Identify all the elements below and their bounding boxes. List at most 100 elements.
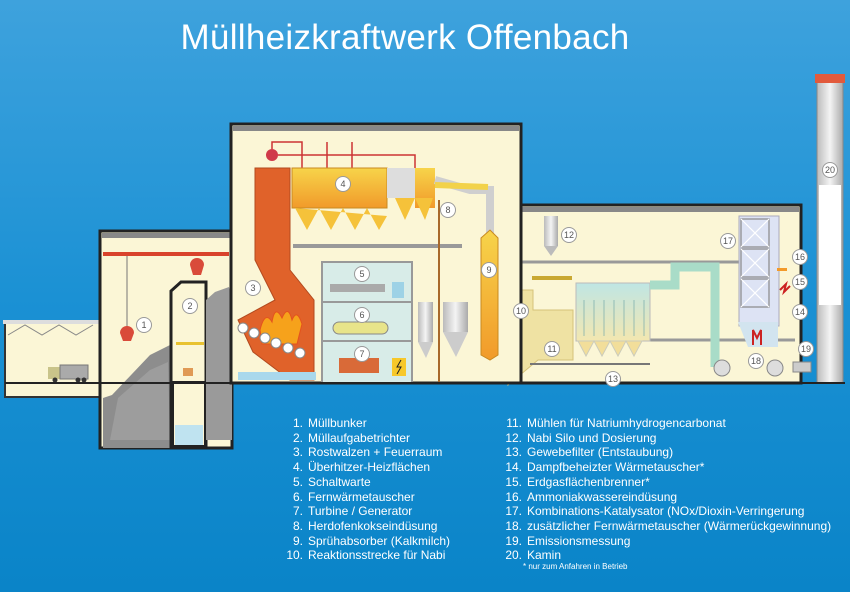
number-marker: 17: [720, 233, 736, 249]
marker-circle: [335, 176, 351, 192]
marker-circle: [748, 353, 764, 369]
legend-item: 8. Herdofenkokseindüsung: [281, 519, 450, 534]
number-marker: 8: [440, 202, 456, 218]
legend-label: Rostwalzen + Feuerraum: [308, 445, 443, 460]
legend-item: 2. Müllaufgabetrichter: [281, 431, 450, 446]
legend-item: 9.Sprühabsorber (Kalkmilch): [281, 534, 450, 549]
marker-circle: [136, 317, 152, 333]
legend-number: 15.: [505, 474, 522, 489]
legend-label: Müllaufgabetrichter: [308, 430, 411, 445]
marker-circle: [544, 341, 560, 357]
legend-label: Erdgasflächenbrenner*: [527, 474, 650, 489]
fan-icon: [713, 359, 731, 377]
marker-circle: [792, 304, 808, 320]
marker-number: 9: [486, 265, 491, 275]
legend-item: 3. Rostwalzen + Feuerraum: [281, 445, 450, 460]
marker-circle: [354, 266, 370, 282]
legend-label: Müllbunker: [308, 416, 367, 430]
number-marker: 18: [748, 353, 764, 369]
footnote: * nur zum Anfahren in Betrieb: [523, 562, 628, 571]
marker-number: 6: [359, 310, 364, 320]
number-marker: 7: [354, 346, 370, 362]
legend-label: Mühlen für Natriumhydrogencarbonat: [527, 416, 726, 430]
marker-number: 3: [250, 283, 255, 293]
legend-label: zusätzlicher Fernwärmetauscher (Wärmerüc…: [527, 518, 832, 533]
legend-item: 11.Mühlen für Natriumhydrogencarbonat: [500, 416, 831, 431]
marker-circle: [182, 298, 198, 314]
number-marker: 19: [798, 341, 814, 357]
legend-item: 4. Überhitzer-Heizflächen: [281, 460, 450, 475]
legend-number: 3.: [292, 445, 303, 460]
legend-label: Kamin: [527, 548, 562, 563]
number-marker: 14: [792, 304, 808, 320]
marker-number: 4: [340, 179, 345, 189]
marker-number: 1: [141, 320, 146, 330]
legend-number: 1.: [292, 416, 303, 430]
marker-circle: [513, 303, 529, 319]
legend-label: Reaktionsstrecke für Nabi: [308, 548, 446, 563]
page-title: Müllheizkraftwerk Offenbach: [180, 18, 630, 57]
marker-circle: [440, 202, 456, 218]
steam-drum-icon: [266, 149, 278, 161]
legend-number: 17.: [505, 504, 522, 519]
number-marker: 1: [136, 317, 152, 333]
legend-item: 18. zusätzlicher Fernwärmetauscher (Wärme…: [500, 519, 831, 534]
legend-label: Fernwärmetauscher: [308, 489, 415, 504]
legend-number: 14.: [505, 460, 522, 475]
legend-number: 5.: [292, 474, 303, 489]
legend-label: Schaltwarte: [308, 474, 371, 489]
fan-icon: [766, 359, 784, 377]
number-marker: 16: [792, 249, 808, 265]
bunker-building: [98, 229, 234, 450]
legend-number: 16.: [505, 489, 522, 504]
marker-number: 16: [795, 252, 805, 262]
marker-circle: [792, 274, 808, 290]
marker-circle: [792, 249, 808, 265]
marker-number: 18: [751, 356, 761, 366]
legend-number: 19.: [505, 533, 522, 548]
number-marker: 5: [354, 266, 370, 282]
marker-number: 15: [795, 277, 805, 287]
crane-grab-icon: [120, 326, 134, 341]
crane-grab-icon: [190, 258, 204, 275]
number-marker: 20: [822, 162, 838, 178]
marker-circle: [354, 346, 370, 362]
legend-number: 8.: [292, 518, 303, 533]
legend-item: 7.Turbine / Generator: [281, 504, 450, 519]
marker-number: 2: [187, 301, 192, 311]
marker-number: 20: [825, 165, 835, 175]
marker-circle: [245, 280, 261, 296]
legend-label: Herdofenkokseindüsung: [308, 518, 438, 533]
marker-circle: [561, 227, 577, 243]
legend-item: 16.Ammoniakwassereindüsung: [500, 490, 831, 505]
marker-circle: [822, 162, 838, 178]
legend-number: 18.: [505, 518, 522, 533]
number-marker: 2: [182, 298, 198, 314]
legend-item: 10. Reaktionsstrecke für Nabi: [281, 548, 450, 563]
number-marker: 3: [245, 280, 261, 296]
number-marker: 9: [481, 262, 497, 278]
legend-item: 14. Dampfbeheizter Wärmetauscher*: [500, 460, 831, 475]
marker-number: 14: [795, 307, 805, 317]
number-marker: 12: [561, 227, 577, 243]
legend-number: 6.: [292, 489, 303, 504]
legend-item: 17.Kombinations-Katalysator (NOx/Dioxin-…: [500, 504, 831, 519]
legend-label: Dampfbeheizter Wärmetauscher*: [527, 460, 705, 475]
marker-number: 7: [359, 349, 364, 359]
number-marker: 13: [605, 371, 621, 387]
marker-number: 19: [801, 344, 811, 354]
legend-label: Turbine / Generator: [308, 504, 413, 519]
legend-number: 10.: [286, 548, 303, 563]
legend-number: 9.: [292, 533, 303, 548]
legend-item: 19. Emissionsmessung: [500, 534, 831, 549]
legend-label: Emissionsmessung: [527, 533, 631, 548]
legend-number: 12.: [505, 430, 522, 445]
legend-number: 4.: [292, 460, 303, 475]
legend-number: 20.: [505, 548, 522, 563]
legend-item: 20. Kamin: [500, 548, 831, 563]
legend-label: Überhitzer-Heizflächen: [308, 460, 431, 475]
legend-item: 5. Schaltwarte: [281, 475, 450, 490]
legend-number: 2.: [292, 430, 303, 445]
